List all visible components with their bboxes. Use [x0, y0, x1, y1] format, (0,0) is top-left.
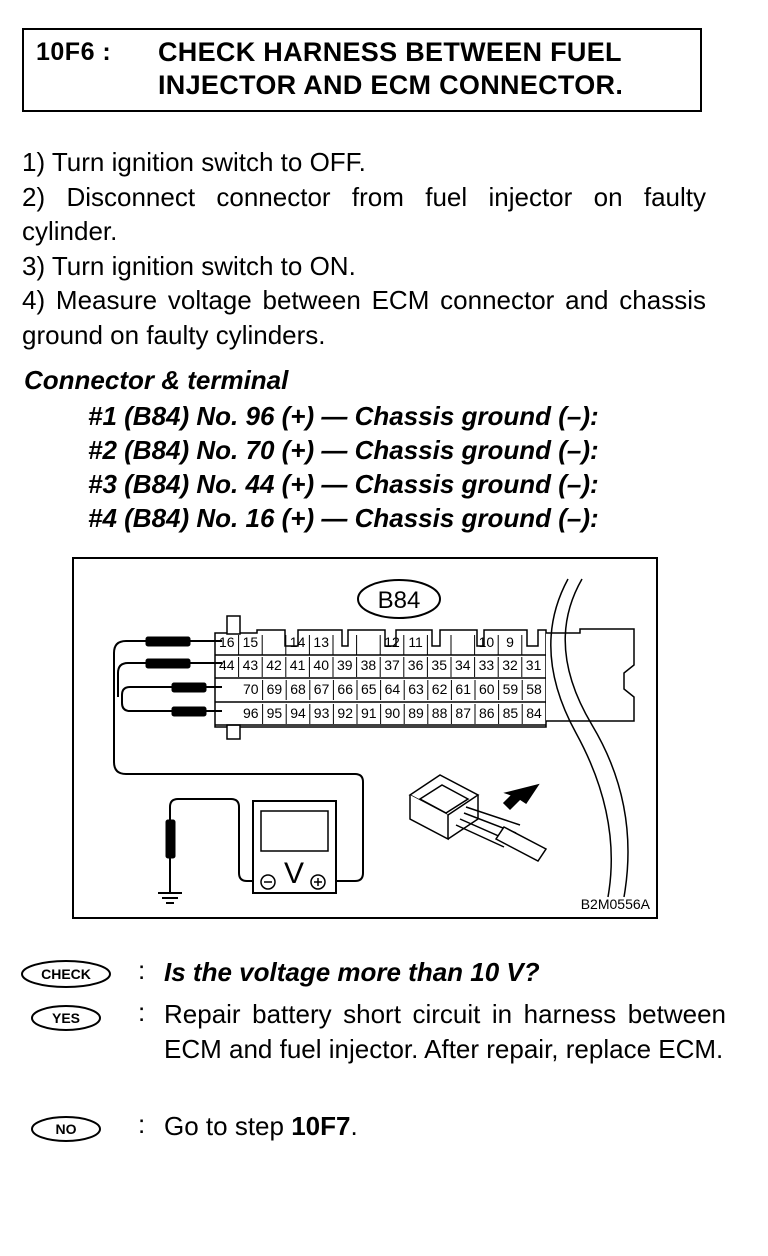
connector-pin-33: 33: [479, 657, 495, 673]
connector-pin-41: 41: [290, 657, 306, 673]
wiring-diagram-svg: B84 16 15 14 13 12 11 10 9 44 43 42 41 40 39 38 37 36 35 3…: [72, 557, 658, 919]
check-row: CHECK : Is the voltage more than 10 V?: [20, 955, 710, 995]
connector-pin-38: 38: [361, 657, 377, 673]
step-title-line-2: INJECTOR AND ECM CONNECTOR.: [158, 70, 624, 100]
connector-pin-93: 93: [314, 705, 330, 721]
connector-pin-14: 14: [290, 634, 306, 650]
voltmeter-display: [260, 810, 329, 852]
connector-pin-88: 88: [432, 705, 448, 721]
connector-pin-96: 96: [243, 705, 259, 721]
connector-pin-59: 59: [503, 681, 519, 697]
connector-pin-62: 62: [432, 681, 448, 697]
connector-pin-37: 37: [384, 657, 400, 673]
connector-pin-9: 9: [506, 634, 514, 650]
harness-break-line-1: [564, 578, 629, 898]
no-answer-prefix: Go to step: [164, 1111, 292, 1141]
procedure-step-3: 3) Turn ignition switch to ON.: [22, 250, 356, 281]
step-title-box: 10F6 : CHECK HARNESS BETWEEN FUEL INJECT…: [22, 28, 702, 112]
connector-pin-42: 42: [266, 657, 282, 673]
connector-pin-86: 86: [479, 705, 495, 721]
next-step-code: 10F7: [291, 1111, 351, 1141]
connector-pin-36: 36: [408, 657, 424, 673]
connector-pin-89: 89: [408, 705, 424, 721]
connector-pin-69: 69: [267, 681, 283, 697]
connector-pin-34: 34: [455, 657, 471, 673]
terminal-line-2: #2 (B84) No. 70 (+) — Chassis ground (–)…: [88, 435, 599, 465]
no-answer-suffix: .: [350, 1111, 358, 1141]
procedure-steps: 1) Turn ignition switch to OFF. 2) Disco…: [22, 145, 706, 352]
connector-pin-68: 68: [290, 681, 306, 697]
terminal-line-1: #1 (B84) No. 96 (+) — Chassis ground (–)…: [88, 401, 599, 431]
connector-pin-58: 58: [526, 681, 542, 697]
connector-pin-43: 43: [243, 657, 259, 673]
connector-pin-64: 64: [385, 681, 401, 697]
connector-pin-40: 40: [313, 657, 329, 673]
connector-pin-84: 84: [526, 705, 542, 721]
connector-pin-31: 31: [526, 657, 542, 673]
terminal-line-4: #4 (B84) No. 16 (+) — Chassis ground (–)…: [88, 503, 599, 533]
check-question: Is the voltage more than 10 V?: [164, 957, 540, 987]
no-colon: :: [138, 1109, 146, 1139]
connector-pin-60: 60: [479, 681, 495, 697]
check-colon: :: [138, 955, 146, 985]
yes-answer: Repair battery short circuit in harness …: [164, 999, 726, 1064]
wiring-diagram: B84 16 15 14 13 12 11 10 9 44 43 42 41 40 39 38 37 36 35 3…: [72, 557, 658, 919]
figure-frame: [72, 557, 658, 919]
connector-pin-32: 32: [502, 657, 518, 673]
probe-tips: [145, 636, 207, 859]
connector-pin-63: 63: [408, 681, 424, 697]
no-badge-label: NO: [56, 1121, 77, 1137]
step-title: CHECK HARNESS BETWEEN FUEL INJECTOR AND …: [158, 36, 698, 102]
terminal-list: #1 (B84) No. 96 (+) — Chassis ground (–)…: [88, 399, 706, 535]
yes-badge-icon: YES: [31, 1005, 101, 1031]
connector-label-oval: [357, 579, 441, 619]
yes-badge-label: YES: [52, 1010, 80, 1026]
connector-pin-10: 10: [479, 634, 495, 650]
connector-pin-65: 65: [361, 681, 377, 697]
voltmeter: V: [252, 800, 337, 894]
connector-pin-66: 66: [337, 681, 353, 697]
insertion-arrow-icon: [502, 783, 540, 811]
connector-pin-61: 61: [455, 681, 471, 697]
no-answer: Go to step 10F7.: [164, 1109, 726, 1144]
connector-pin-90: 90: [385, 705, 401, 721]
yes-colon: :: [138, 997, 146, 1027]
harness-break-line-2: [550, 578, 612, 898]
figure-code: B2M0556A: [581, 896, 651, 912]
connector-pin-95: 95: [267, 705, 283, 721]
injector-connector-icon: [408, 774, 548, 862]
procedure-step-2: 2) Disconnect connector from fuel inject…: [22, 181, 706, 247]
connector-pin-94: 94: [290, 705, 306, 721]
ecm-connector: [214, 615, 635, 740]
connector-pin-44: 44: [219, 657, 235, 673]
connector-pin-87: 87: [455, 705, 471, 721]
terminal-line-3: #3 (B84) No. 44 (+) — Chassis ground (–)…: [88, 469, 599, 499]
connector-pin-91: 91: [361, 705, 377, 721]
connector-pin-35: 35: [431, 657, 447, 673]
connector-pin-39: 39: [337, 657, 353, 673]
check-badge-icon: CHECK: [21, 960, 111, 988]
procedure-step-4: 4) Measure voltage between ECM connector…: [22, 285, 706, 350]
no-row: NO : Go to step 10F7.: [20, 1109, 710, 1149]
connector-pin-grid: 16 15 14 13 12 11 10 9 44 43 42 41 40 39 38 37 36 35 34 33 3…: [219, 634, 542, 724]
voltmeter-symbol: V: [284, 857, 304, 890]
probe-leads: [113, 640, 364, 904]
connector-pin-15: 15: [243, 634, 259, 650]
connector-pin-85: 85: [503, 705, 519, 721]
connector-pin-11: 11: [408, 634, 423, 650]
connector-label: B84: [378, 587, 421, 614]
yes-row: YES : Repair battery short circuit in ha…: [20, 997, 726, 1103]
step-code: 10F6 :: [36, 38, 112, 66]
procedure-step-1: 1) Turn ignition switch to OFF.: [22, 147, 366, 177]
connector-pin-92: 92: [337, 705, 353, 721]
connector-pin-70: 70: [243, 681, 259, 697]
step-title-line-1: CHECK HARNESS BETWEEN FUEL: [158, 37, 622, 67]
connector-pin-16: 16: [219, 634, 235, 650]
check-badge-label: CHECK: [41, 966, 91, 982]
connector-terminal-heading: Connector & terminal: [24, 365, 289, 395]
connector-pin-13: 13: [313, 634, 329, 650]
no-badge-icon: NO: [31, 1116, 101, 1142]
connector-pin-67: 67: [314, 681, 330, 697]
connector-pin-12: 12: [384, 634, 400, 650]
